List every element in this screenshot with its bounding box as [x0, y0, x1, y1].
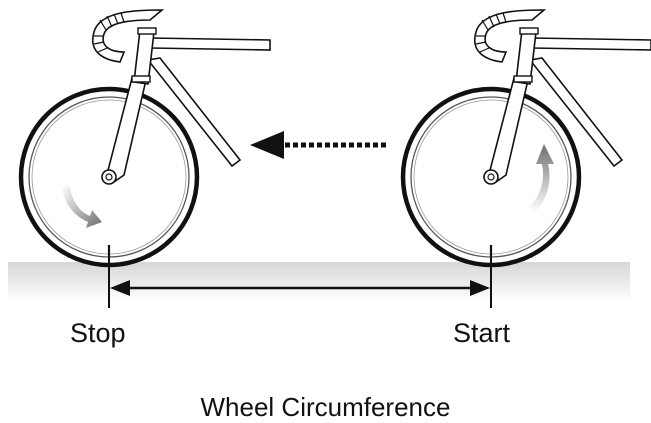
- start-label: Start: [453, 318, 511, 348]
- ground-strip: [8, 262, 630, 302]
- bike-front-stop: [18, 9, 271, 268]
- dotted-left-arrow-icon: [250, 131, 386, 159]
- measure-arrowhead-right: [470, 280, 490, 296]
- curved-rotation-arrow-icon: [530, 144, 554, 212]
- measure-arrowhead-left: [110, 280, 130, 296]
- stop-label: Stop: [70, 318, 126, 348]
- frame-tubes: [146, 37, 271, 168]
- bike-front-start: [400, 9, 651, 268]
- bar-tape: [93, 12, 125, 53]
- bar-tape: [475, 12, 507, 53]
- circumference-measure: [108, 256, 492, 308]
- caption-wheel-circumference: Wheel Circumference: [200, 392, 451, 422]
- curved-rotation-arrow-icon: [62, 186, 102, 228]
